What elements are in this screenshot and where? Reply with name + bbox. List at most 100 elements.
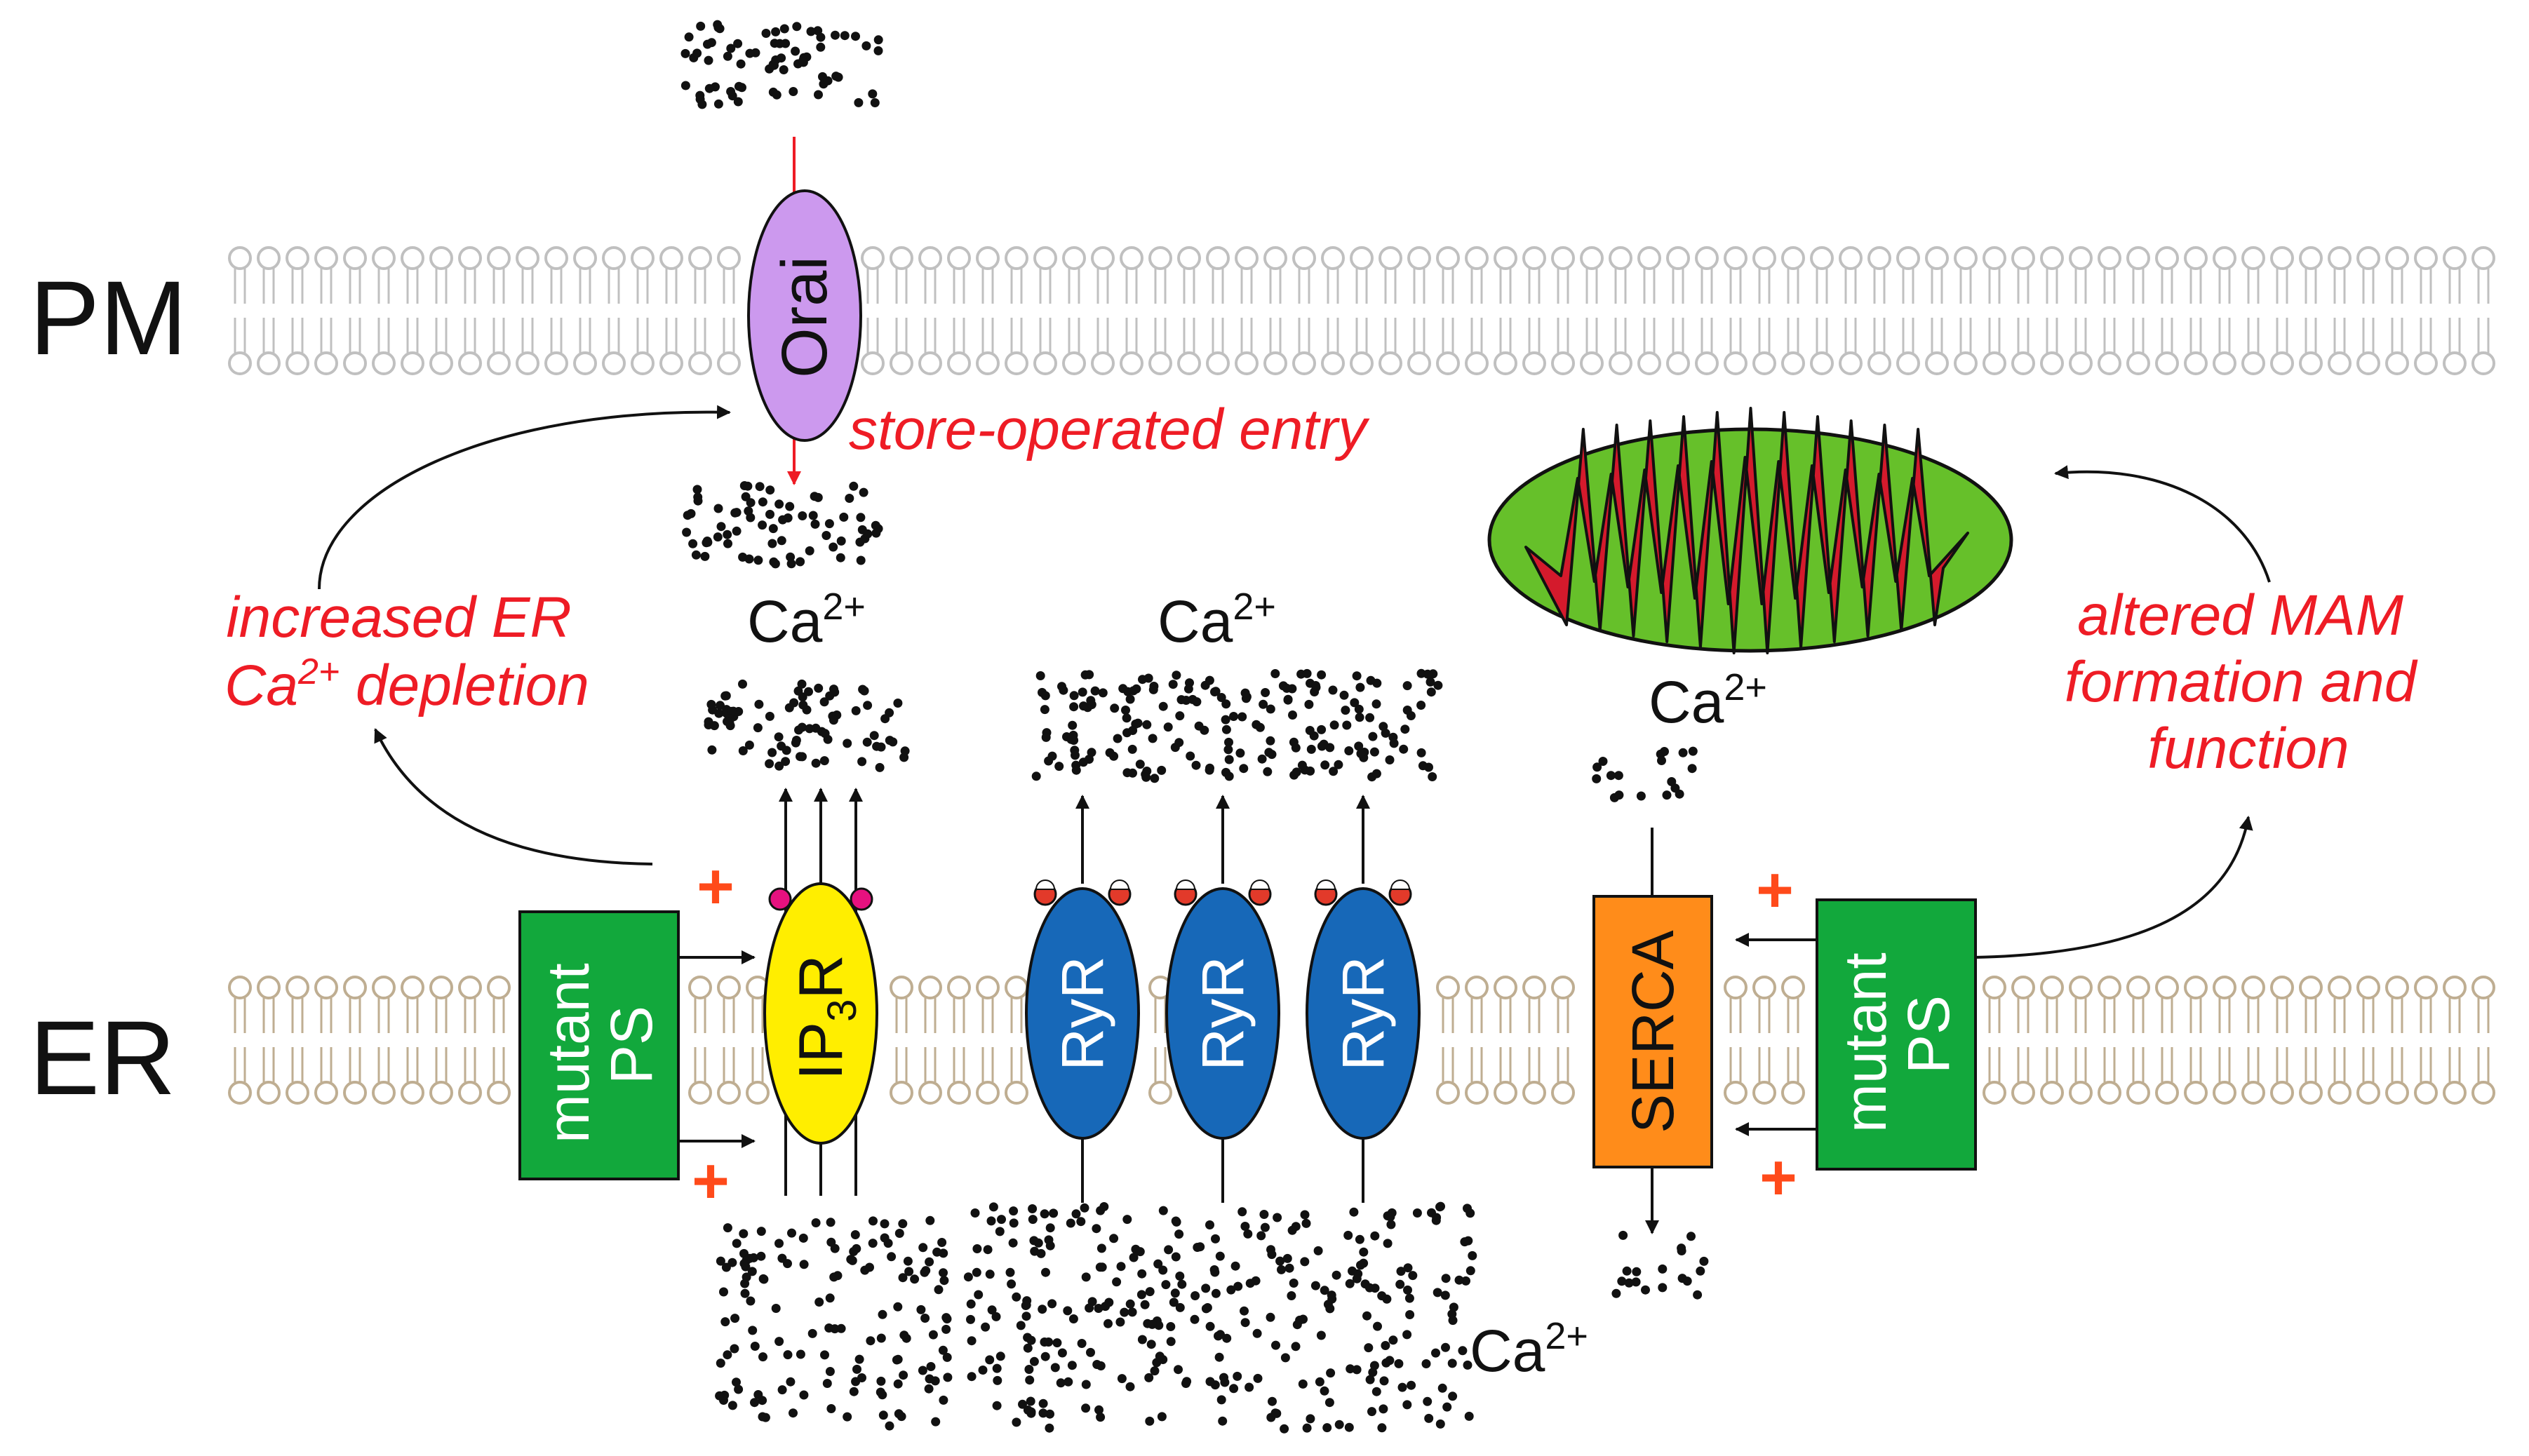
lipid-icon — [1810, 246, 1834, 375]
lipid-icon — [746, 976, 770, 1105]
lipid-icon — [343, 976, 367, 1105]
lipid-icon — [1637, 246, 1661, 375]
mutant-ps-left: mutant PS + + — [518, 851, 756, 1217]
lipid-icon — [1263, 246, 1287, 375]
mutant-ps-right-label: mutant PS — [1832, 936, 1961, 1133]
lipid-icon — [2011, 246, 2035, 375]
serca-pump: SERCA — [1592, 828, 1713, 1234]
lipid-icon — [487, 976, 511, 1105]
orai-label: Orai — [769, 256, 840, 378]
lipid-icon — [458, 976, 482, 1105]
lipid-icon — [314, 976, 338, 1105]
lipid-icon — [2241, 246, 2265, 375]
lipid-icon — [2098, 246, 2121, 375]
plus-right-bottom: + — [1759, 1142, 1797, 1213]
lipid-icon — [688, 246, 712, 375]
lipid-icon — [861, 246, 885, 375]
lipid-icon — [372, 976, 396, 1105]
lipid-icon — [1494, 246, 1517, 375]
lipid-icon — [976, 976, 1000, 1105]
lipid-icon — [1666, 246, 1690, 375]
orai-channel: Orai — [747, 137, 862, 485]
ca-label-serca-top: Ca2+ — [1649, 666, 1767, 735]
lipid-icon — [401, 246, 424, 375]
pm-label: PM — [29, 259, 187, 377]
lipid-icon — [1896, 246, 1920, 375]
ip3r-label: IP3R — [786, 955, 865, 1080]
lipid-icon — [2443, 976, 2467, 1105]
lipid-icon — [1983, 976, 2006, 1105]
plasma-membrane-bilayer — [228, 246, 2495, 375]
lipid-icon — [2126, 246, 2150, 375]
ryr-label-3: RyR — [1330, 956, 1396, 1070]
ps-to-mam-arrow — [1974, 816, 2253, 959]
plus-right-top: + — [1756, 854, 1794, 926]
lipid-icon — [1522, 246, 1546, 375]
lipid-icon — [659, 246, 683, 375]
ryr-label-2: RyR — [1190, 956, 1256, 1070]
calcium-dots-icon — [680, 20, 1709, 1434]
lipid-icon — [2155, 976, 2179, 1105]
lipid-icon — [544, 246, 568, 375]
lipid-icon — [2069, 976, 2093, 1105]
mutant-ps-right: mutant PS + + — [1735, 854, 1977, 1213]
lipid-icon — [1120, 246, 1143, 375]
lipid-icon — [286, 976, 309, 1105]
lipid-icon — [1724, 246, 1748, 375]
lipid-icon — [429, 246, 453, 375]
lipid-icon — [1206, 246, 1230, 375]
lipid-icon — [2270, 246, 2294, 375]
lipid-icon — [2069, 246, 2093, 375]
lipid-icon — [1407, 246, 1431, 375]
lipid-icon — [1436, 976, 1460, 1105]
store-operated-entry-label: store-operated entry — [849, 398, 1370, 461]
lipid-icon — [2126, 976, 2150, 1105]
lipid-icon — [1148, 246, 1172, 375]
lipid-icon — [372, 246, 396, 375]
depletion-to-orai-arrow — [318, 405, 731, 590]
lipid-icon — [1781, 976, 1805, 1105]
lipid-icon — [2328, 246, 2352, 375]
ryr-channel-2: RyR — [1165, 795, 1280, 1203]
lipid-icon — [286, 246, 309, 375]
ryr-channel-3: RyR — [1306, 795, 1421, 1203]
lipid-icon — [2011, 976, 2035, 1105]
lipid-icon — [1752, 976, 1776, 1105]
lipid-icon — [688, 976, 712, 1105]
lipid-icon — [2270, 976, 2294, 1105]
plus-left-bottom: + — [692, 1145, 730, 1217]
lipid-icon — [1925, 246, 1949, 375]
ps-to-depletion-arrow — [374, 728, 653, 865]
lipid-icon — [1378, 246, 1402, 375]
lipid-icon — [2155, 246, 2179, 375]
lipid-icon — [890, 246, 913, 375]
lipid-icon — [1177, 246, 1201, 375]
lipid-icon — [976, 246, 1000, 375]
lipid-icon — [602, 246, 626, 375]
ip3r-channel: IP3R — [763, 788, 878, 1196]
lipid-icon — [1062, 246, 1086, 375]
lipid-icon — [1436, 246, 1460, 375]
lipid-icon — [2356, 246, 2380, 375]
ryr-label-1: RyR — [1049, 956, 1115, 1070]
ca-label-ip3r: Ca2+ — [747, 586, 866, 654]
plus-left-top: + — [697, 851, 734, 922]
increased-er-depletion-label: increased ER Ca2+ depletion — [224, 586, 589, 717]
lipid-icon — [257, 246, 281, 375]
lipid-icon — [343, 246, 367, 375]
lipid-icon — [1580, 246, 1604, 375]
lipid-icon — [429, 976, 453, 1105]
lipid-icon — [1839, 246, 1863, 375]
lipid-icon — [516, 246, 539, 375]
lipid-icon — [257, 976, 281, 1105]
lipid-icon — [1867, 246, 1891, 375]
lipid-icon — [890, 976, 913, 1105]
lipid-icon — [1551, 976, 1575, 1105]
lipid-icon — [1494, 976, 1517, 1105]
lipid-icon — [2040, 246, 2064, 375]
lipid-icon — [2213, 246, 2236, 375]
ryr-channel-1: RyR — [1025, 795, 1140, 1203]
lipid-icon — [1954, 246, 1978, 375]
lipid-icon — [1781, 246, 1805, 375]
